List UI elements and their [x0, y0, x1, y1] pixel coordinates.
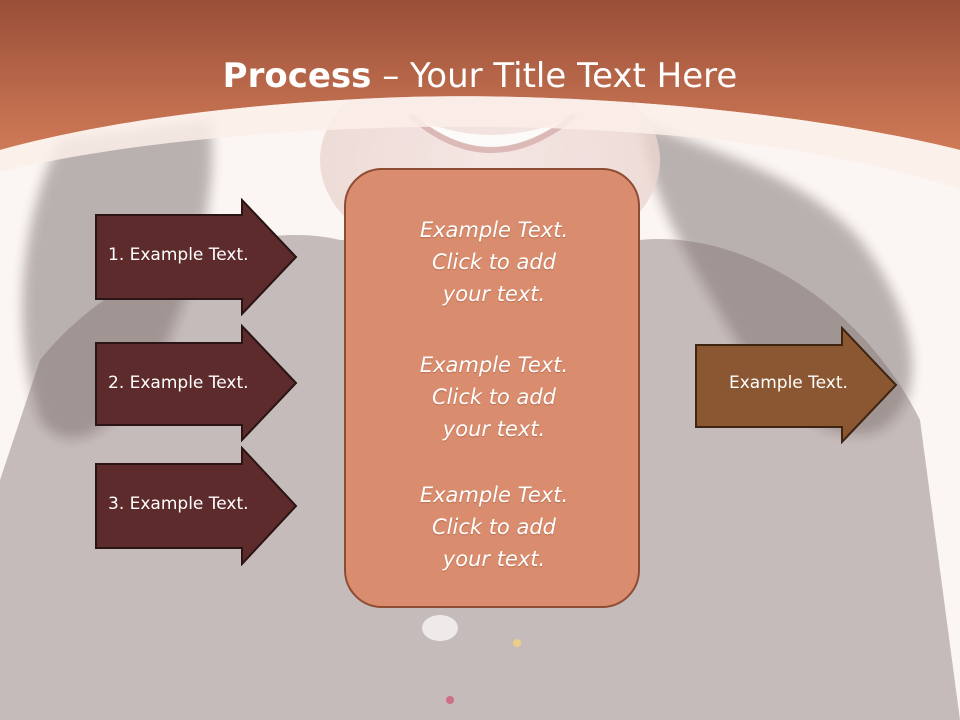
center-paragraph-3: Example Text. Click to add your text.: [346, 479, 642, 575]
title-bold: Process: [222, 56, 372, 96]
process-arrow-1-label: 1. Example Text.: [108, 245, 249, 265]
process-arrow-1[interactable]: [94, 198, 300, 316]
process-arrow-2-label: 2. Example Text.: [108, 373, 249, 393]
center-paragraph-2-line-2: Click to add: [431, 385, 556, 409]
title-rest: Your Title Text Here: [410, 56, 738, 96]
center-paragraph-3-line-2: Click to add: [431, 515, 556, 539]
result-arrow[interactable]: [694, 326, 900, 444]
process-arrow-2[interactable]: [94, 324, 300, 442]
process-arrow-3[interactable]: [94, 446, 300, 566]
center-paragraph-1-line-1: Example Text.: [419, 218, 569, 242]
result-arrow-label: Example Text.: [729, 373, 848, 393]
center-paragraph-3-line-3: your text.: [442, 547, 546, 571]
slide-title[interactable]: Process – Your Title Text Here: [0, 48, 960, 104]
center-paragraph-2-line-3: your text.: [442, 417, 546, 441]
center-paragraph-3-line-1: Example Text.: [419, 483, 569, 507]
center-paragraph-1-line-2: Click to add: [431, 250, 556, 274]
center-paragraph-2-line-1: Example Text.: [419, 353, 569, 377]
center-paragraph-1-line-3: your text.: [442, 282, 546, 306]
center-text-box[interactable]: Example Text. Click to add your text. Ex…: [344, 168, 640, 608]
process-arrow-3-label: 3. Example Text.: [108, 494, 249, 514]
center-paragraph-1: Example Text. Click to add your text.: [346, 214, 642, 310]
title-dash: –: [371, 56, 411, 96]
center-paragraph-2: Example Text. Click to add your text.: [346, 349, 642, 445]
